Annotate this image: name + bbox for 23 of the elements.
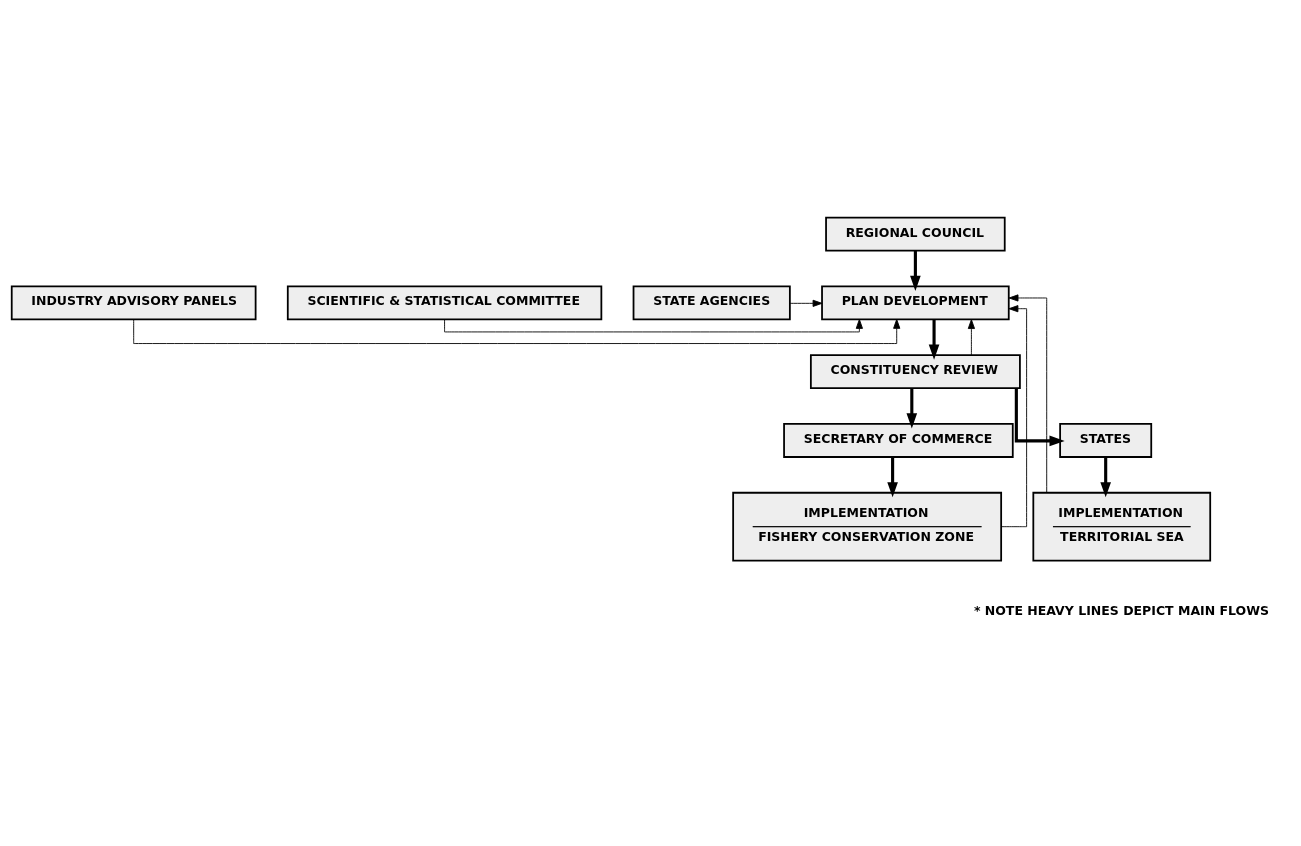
arrow <box>967 318 975 355</box>
node-box: REGIONAL COUNCIL <box>825 216 1006 252</box>
node-box: STATE AGENCIES <box>632 284 791 320</box>
node-box: INDUSTRY ADVISORY PANELS <box>10 284 257 320</box>
arrow <box>444 318 863 332</box>
arrow <box>1014 387 1065 446</box>
arrow <box>789 299 823 307</box>
arrow <box>906 387 918 428</box>
arrow <box>1000 304 1028 527</box>
node-box: IMPLEMENTATION TERRITORIAL SEA <box>1032 491 1212 562</box>
arrow <box>1100 456 1111 497</box>
node-box: SECRETARY OF COMMERCE <box>783 422 1014 458</box>
node-box: PLAN DEVELOPMENT <box>821 284 1010 320</box>
node-box: IMPLEMENTATION FISHERY CONSERVATION ZONE <box>732 491 1003 562</box>
arrow <box>928 319 940 360</box>
arrow <box>1008 293 1048 493</box>
arrow <box>133 318 901 344</box>
node-box: SCIENTIFIC & STATISTICAL COMMITTEE <box>286 284 603 320</box>
arrow <box>887 456 898 497</box>
node-box: CONSTITUENCY REVIEW <box>809 353 1021 389</box>
arrow <box>910 250 921 291</box>
label: * NOTE HEAVY LINES DEPICT MAIN FLOWS <box>973 602 1270 618</box>
node-box: STATES <box>1059 422 1153 458</box>
